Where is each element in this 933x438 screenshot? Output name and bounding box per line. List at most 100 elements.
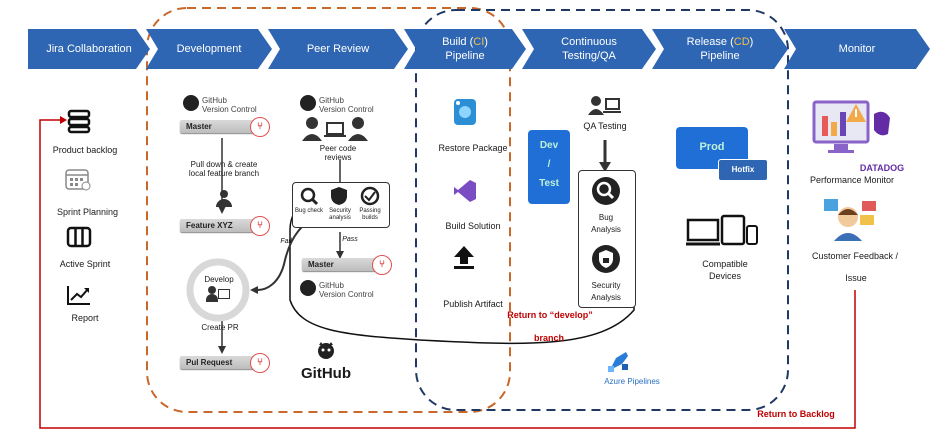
dev-vc-text: Version Control	[202, 105, 257, 114]
calendar-icon	[65, 169, 91, 191]
performance-monitor-icon	[812, 100, 890, 153]
stage-peer-review: Peer Review	[268, 29, 408, 69]
azure-pipelines-label: Azure Pipelines	[604, 377, 660, 386]
security-analysis-label: Security analysis	[329, 208, 351, 221]
development-region	[146, 7, 511, 413]
security-shield-icon	[331, 187, 347, 205]
stage-build-label: Build (CI) Pipeline	[442, 35, 488, 63]
prod-label: Prod	[699, 141, 725, 153]
return-to-develop-label: Return to “develop”	[507, 310, 593, 320]
performance-monitor-label: Performance Monitor	[809, 175, 895, 185]
dev-github-text: GitHub	[202, 96, 227, 105]
ct-line1: Continuous	[561, 36, 617, 48]
feature-label: Feature XYZ	[186, 221, 233, 230]
github-icon	[300, 95, 316, 111]
ci-highlight: CI	[473, 36, 485, 48]
customer-feedback-icon	[824, 199, 876, 241]
developer-laptop-icon	[206, 286, 230, 302]
build-pipeline-text: Pipeline	[445, 50, 485, 62]
active-sprint-label: Active Sprint	[59, 259, 111, 269]
pr-master-branch: Master ⑂	[302, 255, 392, 275]
stage-development-label: Development	[176, 43, 242, 55]
stage-build-ci: Build (CI) Pipeline	[404, 29, 526, 69]
hotfix-badge: Hotfix	[718, 159, 768, 181]
branch-label: branch	[533, 333, 564, 343]
pull-request-label: Pul Request	[186, 358, 233, 367]
restore-package-icon	[454, 99, 476, 125]
pr2-vc-text: Version Control	[319, 290, 374, 299]
pull-request-branch: Pul Request ⑂	[180, 353, 270, 373]
stage-jira-label: Jira Collaboration	[46, 43, 132, 55]
bug-check-icon	[300, 187, 319, 206]
branch-icon: ⑂	[250, 117, 270, 137]
build-text: Build (	[442, 36, 474, 48]
octocat-icon	[318, 342, 334, 359]
fail-label: Fail	[280, 238, 292, 245]
branch-icon: ⑂	[250, 353, 270, 373]
feature-branch: Feature XYZ ⑂	[180, 216, 270, 236]
devtest-test: Test	[539, 178, 559, 189]
release-pipeline-text: Pipeline	[700, 50, 740, 62]
dev-test-environment: Dev / Test	[528, 130, 570, 204]
bug-analysis-label: Bug Analysis	[591, 213, 621, 234]
report-label: Report	[71, 313, 99, 323]
passing-builds-icon	[360, 186, 380, 206]
branch-icon: ⑂	[372, 255, 392, 275]
hotfix-label: Hotfix	[731, 165, 755, 174]
stage-monitor: Monitor	[784, 29, 930, 69]
devtest-dev: Dev	[539, 140, 559, 151]
reviewers-icon	[302, 117, 368, 141]
build-paren: )	[484, 36, 488, 48]
peer-code-label: Peer code reviews	[319, 144, 357, 162]
pr-vc-text: Version Control	[319, 105, 374, 114]
issue-label: Issue	[845, 273, 867, 283]
pr-github-text: GitHub	[319, 96, 344, 105]
compatible-devices-label: Compatible Devices	[702, 259, 748, 281]
devices-icon	[686, 214, 758, 246]
dev-master-branch: Master ⑂	[180, 117, 270, 137]
azure-pipelines-icon	[608, 352, 628, 372]
developer-person-icon	[214, 190, 234, 208]
stage-release-cd: Release (CD) Pipeline	[652, 29, 788, 69]
return-to-backlog-label: Return to Backlog	[757, 409, 835, 419]
security-analysis-icon	[592, 245, 620, 273]
release-text: Release (	[686, 36, 734, 48]
pull-down-label: Pull down & create local feature branch	[188, 160, 260, 178]
publish-artifact-label: Publish Artifact	[443, 299, 503, 309]
product-backlog-label: Product backlog	[52, 145, 118, 155]
github-logo-text: GitHub	[301, 365, 351, 382]
report-chart-icon	[67, 286, 90, 305]
github-icon	[183, 95, 199, 111]
develop-label: Develop	[204, 275, 234, 284]
datadog-logo-text: DATADOG	[859, 163, 905, 173]
dev-master-label: Master	[186, 122, 212, 131]
backlog-icon	[67, 109, 91, 134]
stage-development: Development	[146, 29, 272, 69]
passing-builds-label: Passing builds	[359, 208, 381, 221]
pass-label: Pass	[342, 236, 358, 243]
cd-highlight: CD	[733, 36, 750, 48]
build-solution-label: Build Solution	[445, 221, 501, 231]
qa-person-icon	[588, 96, 621, 115]
branch-icon: ⑂	[250, 216, 270, 236]
pr-master-label: Master	[308, 260, 334, 269]
create-pr-label: Create PR	[201, 323, 239, 332]
devtest-slash: /	[547, 159, 551, 170]
stage-release-label: Release (CD) Pipeline	[687, 35, 754, 63]
qa-testing-label: QA Testing	[583, 121, 627, 131]
release-paren: )	[749, 36, 754, 48]
visual-studio-icon	[454, 180, 476, 202]
upload-icon	[454, 246, 474, 269]
pr2-github-text: GitHub	[319, 281, 344, 290]
ci-cd-region	[415, 9, 789, 411]
stage-monitor-label: Monitor	[838, 43, 876, 55]
columns-icon	[66, 226, 92, 248]
stage-jira-collaboration: Jira Collaboration	[28, 29, 150, 69]
github-icon	[300, 280, 316, 296]
qa-security-analysis-label: Security Analysis	[591, 281, 621, 302]
sprint-planning-label: Sprint Planning	[56, 207, 119, 217]
